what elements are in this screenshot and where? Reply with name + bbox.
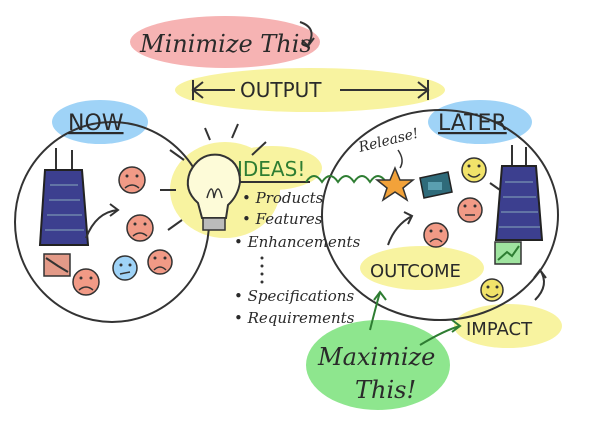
- outcome-highlight: [360, 246, 484, 290]
- idea-item-features: • Features: [242, 210, 323, 228]
- output-label: OUTPUT: [240, 78, 322, 102]
- minimize-highlight: [130, 16, 320, 68]
- outcome-label: OUTCOME: [370, 261, 461, 282]
- release-label: Release!: [356, 126, 420, 157]
- idea-item-enhancements: • Enhancements: [234, 233, 361, 251]
- spring-connector: [305, 175, 387, 184]
- spec-item-specifications: • Specifications: [234, 287, 354, 305]
- sad-face-icon: [118, 166, 146, 194]
- happy-face-icon: [461, 157, 487, 183]
- maximize-label-line2: This!: [355, 376, 416, 404]
- skyscraper-icon: [38, 148, 90, 246]
- idea-item-products: • Products: [242, 189, 324, 207]
- spec-list: • Specifications • Requirements: [234, 287, 355, 327]
- impact-label: IMPACT: [466, 319, 533, 340]
- idea-list: • Products • Features • Enhancements: [234, 189, 361, 251]
- minimize-arrow: [299, 21, 313, 46]
- sad-face-icon: [147, 249, 173, 275]
- confused-face-icon: [112, 255, 138, 281]
- output-highlight: [175, 68, 445, 112]
- later-arrows: [387, 182, 547, 301]
- skyscraper-icon: [494, 145, 544, 241]
- now-arrow: [85, 209, 119, 239]
- neutral-face-icon: [457, 197, 483, 223]
- happy-face-icon: [480, 278, 504, 302]
- star-icon: [374, 166, 416, 202]
- dotted-connector: [260, 256, 264, 284]
- maximize-arrows: [369, 290, 462, 346]
- lightbulb-icon: [160, 123, 267, 231]
- highlights: [52, 16, 562, 410]
- maximize-highlight: [306, 320, 450, 410]
- minimize-label: Minimize This: [139, 30, 312, 58]
- spec-item-requirements: • Requirements: [234, 309, 355, 327]
- output-arrow: [191, 80, 430, 100]
- chart-down-icon: [43, 253, 71, 277]
- sad-face-icon: [126, 214, 154, 242]
- maximize-label-line1: Maximize: [317, 343, 435, 371]
- ideas-label: IDEAS!: [237, 157, 305, 181]
- sad-face-icons: [72, 166, 173, 296]
- sad-face-icon: [72, 268, 100, 296]
- later-label: LATER: [438, 111, 507, 136]
- later-circle: [321, 109, 559, 321]
- sad-face-icon: [423, 222, 449, 248]
- now-label: NOW: [68, 111, 124, 136]
- chart-up-icon: [494, 241, 522, 265]
- product-icon: [419, 171, 453, 199]
- impact-highlight: [454, 304, 562, 348]
